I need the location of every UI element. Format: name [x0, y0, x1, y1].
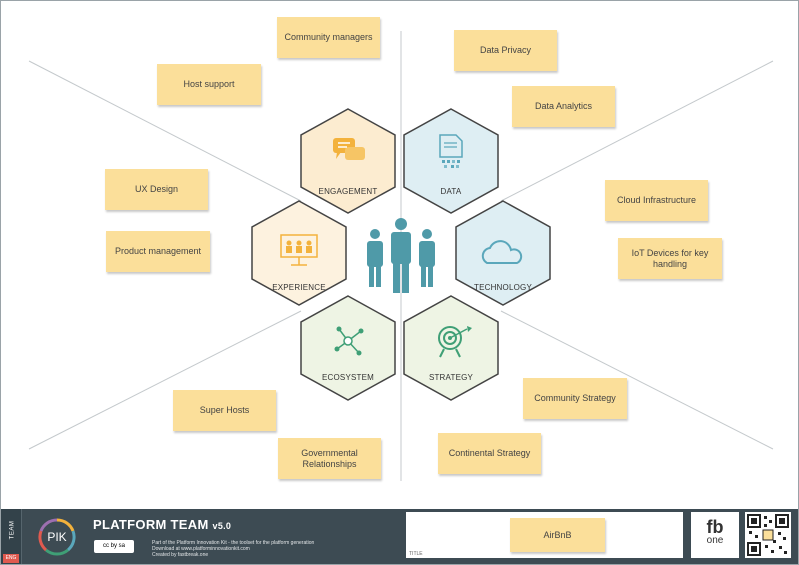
sticky-note[interactable]: Host support: [157, 64, 261, 105]
target-arrow-icon: [438, 326, 472, 358]
cc-license-text: cc by sa: [102, 543, 125, 549]
hex-technology[interactable]: [455, 200, 551, 306]
hex-strategy[interactable]: [403, 295, 499, 401]
hex-label-engagement: ENGAGEMENT: [318, 187, 378, 196]
title-sticky-note[interactable]: AirBnB: [510, 518, 605, 552]
network-nodes-icon: [334, 326, 364, 356]
hex-label-ecosystem: ECOSYSTEM: [321, 373, 375, 382]
hex-label-technology: TECHNOLOGY: [473, 283, 532, 292]
hex-engagement[interactable]: [300, 108, 396, 214]
footer-description: Part of the Platform Innovation Kit - th…: [152, 540, 315, 546]
fastbreak-logo: fb one: [691, 512, 739, 558]
sticky-note[interactable]: UX Design: [105, 169, 208, 210]
team-tab-label: TEAM: [9, 520, 16, 540]
sticky-note[interactable]: Community managers: [277, 17, 380, 58]
team-tab: TEAM ENG: [1, 509, 22, 564]
chat-bubbles-icon: [333, 138, 365, 160]
hex-data[interactable]: [403, 108, 499, 214]
sticky-note[interactable]: Continental Strategy: [438, 433, 541, 474]
cc-license-badge: cc by sa: [94, 540, 134, 553]
page-title-text: PLATFORM TEAM: [93, 517, 209, 532]
hex-ecosystem[interactable]: [300, 295, 396, 401]
presentation-audience-icon: [280, 234, 318, 266]
sticky-note[interactable]: Product management: [106, 231, 210, 272]
footer-bar: TEAM ENG PIK PLATFORM TEAM v5.0 cc by sa…: [1, 509, 798, 564]
sticky-note[interactable]: IoT Devices for key handling: [618, 238, 722, 279]
footer-credit: Created by fastbreak.one: [152, 552, 209, 558]
sticky-note[interactable]: Super Hosts: [173, 390, 276, 431]
page-title: PLATFORM TEAM v5.0: [93, 517, 231, 532]
sticky-note[interactable]: Data Privacy: [454, 30, 557, 71]
pik-logo-icon: [38, 518, 76, 556]
hex-label-strategy: STRATEGY: [428, 373, 474, 382]
hex-label-experience: EXPERIENCE: [272, 283, 326, 292]
sector-divider-lines: [28, 31, 774, 481]
title-field[interactable]: AirBnB TITLE: [406, 512, 683, 558]
version-label: v5.0: [212, 521, 232, 531]
fastbreak-logo-top: fb: [706, 517, 724, 537]
footer-download-link[interactable]: Download at www.platforminnovationkit.co…: [152, 546, 250, 552]
sticky-note[interactable]: Cloud Infrastructure: [605, 180, 708, 221]
fastbreak-logo-bottom: one: [706, 535, 724, 546]
qr-code-icon: [745, 512, 791, 558]
hex-experience[interactable]: [251, 200, 347, 306]
cloud-icon: [481, 240, 523, 264]
pik-logo-text: PIK: [47, 530, 67, 544]
hex-label-data: DATA: [440, 187, 462, 196]
sticky-note[interactable]: Community Strategy: [523, 378, 627, 419]
sticky-note[interactable]: Data Analytics: [512, 86, 615, 127]
team-people-icon: [367, 218, 435, 293]
document-data-icon: [439, 134, 463, 168]
sticky-note[interactable]: Governmental Relationships: [278, 438, 381, 479]
title-field-label: TITLE: [409, 551, 423, 557]
language-badge[interactable]: ENG: [3, 554, 19, 563]
